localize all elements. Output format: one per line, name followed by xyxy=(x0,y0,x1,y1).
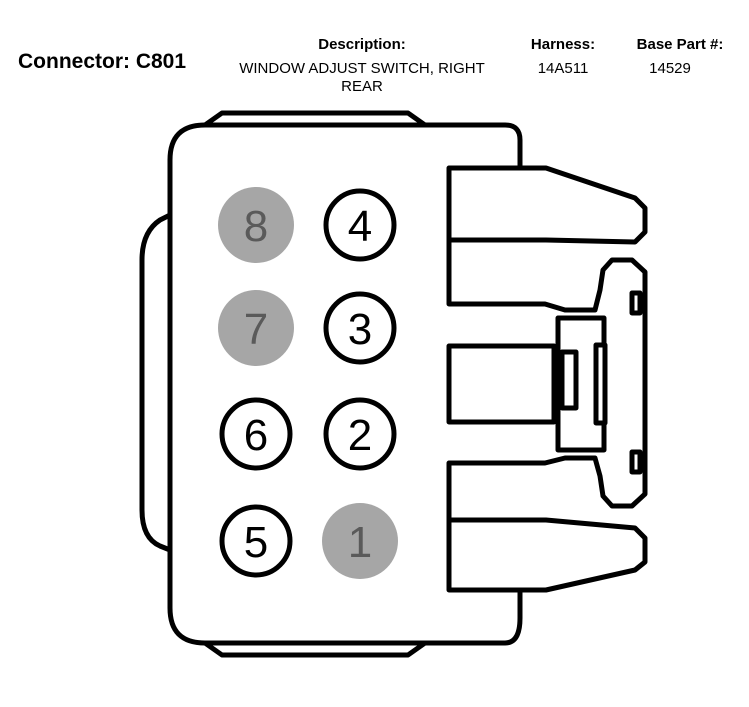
description-value: WINDOW ADJUST SWITCH, RIGHT REAR xyxy=(239,60,485,95)
pin-6: 6 xyxy=(219,397,293,471)
pin-circle xyxy=(218,290,294,366)
connector-title: Connector: C801 xyxy=(18,50,187,73)
harness-heading: Harness: xyxy=(530,36,596,53)
left-side-rib xyxy=(139,212,173,553)
pin-circle xyxy=(323,397,397,471)
pin-number-label: 3 xyxy=(348,305,372,354)
pin-4: 4 xyxy=(323,188,397,262)
pin-circle xyxy=(219,504,293,578)
base-part-heading: Base Part #: xyxy=(636,36,724,53)
center-key-slot xyxy=(446,343,557,425)
pin-number-label: 6 xyxy=(244,411,268,460)
pin-number-label: 7 xyxy=(244,305,268,354)
key-block-inner xyxy=(559,349,579,411)
top-latch-tab xyxy=(202,110,428,128)
connector-housing xyxy=(167,122,648,646)
pin-number-label: 8 xyxy=(244,202,268,251)
harness-value: 14A511 xyxy=(537,60,589,77)
pin-number-label: 1 xyxy=(348,518,372,567)
pin-circle xyxy=(322,503,398,579)
pin-1: 1 xyxy=(322,503,398,579)
description-heading: Description: xyxy=(318,36,406,53)
pin-number-label: 4 xyxy=(348,202,372,251)
pin-8: 8 xyxy=(218,187,294,263)
key-block-detail xyxy=(593,342,608,426)
pin-number-label: 5 xyxy=(244,518,268,567)
pin-circle xyxy=(218,187,294,263)
pin-circle xyxy=(323,188,397,262)
pin-circle xyxy=(323,291,397,365)
pin-2: 2 xyxy=(323,397,397,471)
right-inner-slot-bottom xyxy=(446,517,523,593)
pin-number-label: 2 xyxy=(348,411,372,460)
pin-circle xyxy=(219,397,293,471)
base-part-value: 14529 xyxy=(649,60,691,77)
latch-nub-top xyxy=(629,290,643,316)
latch-nub-bottom xyxy=(629,449,643,475)
bottom-latch-tab xyxy=(202,640,428,658)
pin-5: 5 xyxy=(219,504,293,578)
right-inner-slot-top xyxy=(446,165,523,243)
pin-7: 7 xyxy=(218,290,294,366)
pin-3: 3 xyxy=(323,291,397,365)
